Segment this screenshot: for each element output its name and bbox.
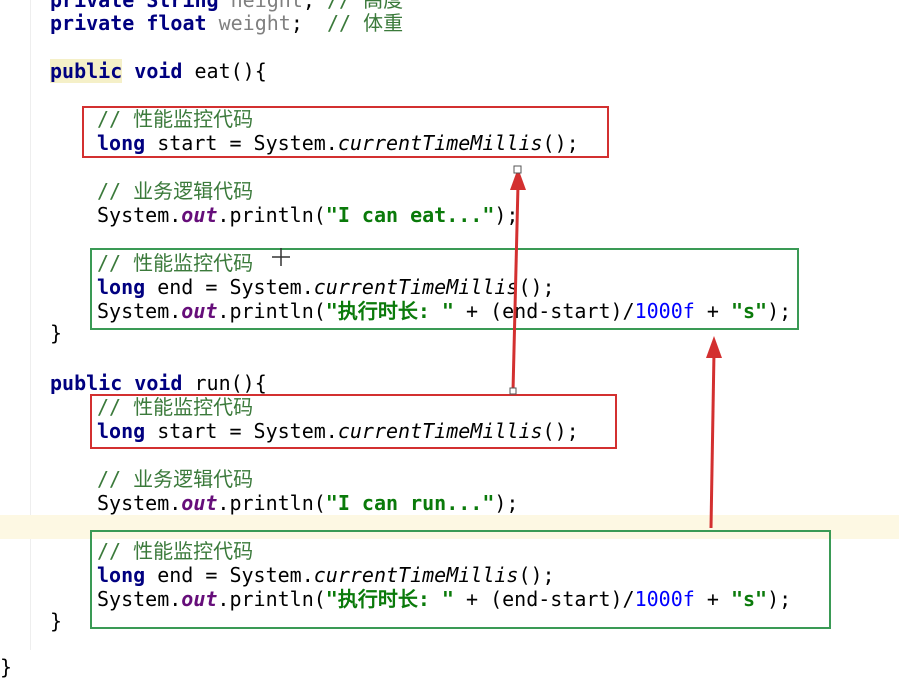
code-token: "I can eat..."	[325, 203, 495, 227]
code-token: System.	[97, 587, 182, 611]
code-token: 1000f	[634, 299, 695, 323]
code-line: // 性能监控代码	[97, 107, 253, 131]
code-line: // 性能监控代码	[97, 395, 253, 419]
current-line-highlight	[0, 515, 899, 539]
code-token: );	[494, 203, 519, 227]
code-token: run(){	[194, 371, 267, 395]
code-token: "执行时长: "	[325, 299, 454, 323]
code-token: ();	[518, 275, 555, 299]
code-line: // 业务逻辑代码	[97, 467, 253, 491]
code-line: System.out.println("I can eat...");	[97, 203, 518, 227]
code-token: + (end-start)/	[453, 587, 635, 611]
code-line: // 性能监控代码	[97, 251, 253, 275]
code-token: ();	[542, 419, 579, 443]
code-token: }	[50, 321, 63, 345]
code-token: currentTimeMillis	[313, 275, 519, 299]
code-token: private	[50, 0, 147, 12]
annotation-box-red-run-start	[90, 394, 617, 449]
code-token: System.	[97, 491, 182, 515]
code-token: currentTimeMillis	[337, 419, 543, 443]
code-token: 1000f	[634, 587, 695, 611]
code-token: .println(	[217, 587, 326, 611]
code-token: "执行时长: "	[325, 587, 454, 611]
code-line: }	[50, 609, 62, 633]
code-line: long start = System.currentTimeMillis();	[97, 419, 579, 443]
code-line: private float weight; // 体重	[50, 11, 403, 35]
code-token: end = System.	[157, 275, 314, 299]
code-token: .println(	[217, 491, 326, 515]
mouse-cursor-icon	[272, 248, 290, 266]
code-token: "I can run..."	[325, 491, 495, 515]
code-token: ;	[302, 0, 327, 12]
code-token: +	[694, 587, 731, 611]
code-token: // 性能监控代码	[97, 251, 254, 275]
arrow-run-start-to-eat-start	[509, 165, 526, 395]
code-token: // 业务逻辑代码	[97, 179, 254, 203]
code-token: out	[181, 299, 218, 323]
code-line: }	[50, 321, 62, 345]
code-token: void	[122, 59, 195, 83]
code-line: long end = System.currentTimeMillis();	[97, 275, 555, 299]
code-token: "s"	[730, 587, 768, 611]
code-token: // 体重	[326, 11, 404, 35]
code-token: System.	[97, 203, 182, 227]
arrow-run-end-to-eat-end	[706, 336, 722, 529]
code-token: System.	[97, 299, 182, 323]
code-token: }	[50, 609, 63, 633]
code-line: System.out.println("执行时长: " + (end-start…	[97, 299, 791, 323]
code-line: private String height; // 高度	[50, 0, 403, 12]
code-token: currentTimeMillis	[337, 131, 543, 155]
code-token: // 性能监控代码	[97, 395, 254, 419]
code-token: public	[50, 59, 123, 83]
code-token: String	[146, 0, 231, 12]
code-token: );	[767, 587, 792, 611]
code-line: public void run(){	[50, 371, 267, 395]
annotation-box-red-eat-start	[82, 106, 609, 158]
code-token: weight	[218, 11, 291, 35]
code-token: // 业务逻辑代码	[97, 467, 254, 491]
code-line: public void eat(){	[50, 59, 267, 83]
code-token: long	[97, 419, 158, 443]
code-token: public	[50, 371, 123, 395]
code-token: ();	[518, 563, 555, 587]
code-token: out	[181, 491, 218, 515]
code-token: out	[181, 203, 218, 227]
code-token: // 高度	[326, 0, 404, 12]
code-token: end = System.	[157, 563, 314, 587]
code-line: long start = System.currentTimeMillis();	[97, 131, 579, 155]
code-token: out	[181, 587, 218, 611]
code-token: long	[97, 275, 158, 299]
code-token: .println(	[217, 203, 326, 227]
code-token: float	[146, 11, 219, 35]
code-line: // 业务逻辑代码	[97, 179, 253, 203]
code-token: .println(	[217, 299, 326, 323]
code-token: start = System.	[157, 419, 338, 443]
code-line: System.out.println("I can run...");	[97, 491, 518, 515]
indent-guide	[30, 0, 31, 650]
code-line: long end = System.currentTimeMillis();	[97, 563, 555, 587]
code-token: start = System.	[157, 131, 338, 155]
code-token: private	[50, 11, 147, 35]
annotation-box-green-eat-end	[90, 248, 799, 330]
code-token: // 性能监控代码	[97, 107, 254, 131]
code-token: long	[97, 131, 158, 155]
code-token: +	[694, 299, 731, 323]
code-token: // 性能监控代码	[97, 539, 254, 563]
code-token: long	[97, 563, 158, 587]
code-token: ;	[290, 11, 327, 35]
code-line: System.out.println("执行时长: " + (end-start…	[97, 587, 791, 611]
code-token: );	[494, 491, 519, 515]
code-token: ();	[542, 131, 579, 155]
code-token: void	[122, 371, 195, 395]
code-token: );	[767, 299, 792, 323]
code-token: height	[230, 0, 303, 12]
code-token: currentTimeMillis	[313, 563, 519, 587]
annotation-box-green-run-end	[90, 530, 831, 629]
code-token: "s"	[730, 299, 768, 323]
code-line: // 性能监控代码	[97, 539, 253, 563]
code-token: eat(){	[194, 59, 267, 83]
